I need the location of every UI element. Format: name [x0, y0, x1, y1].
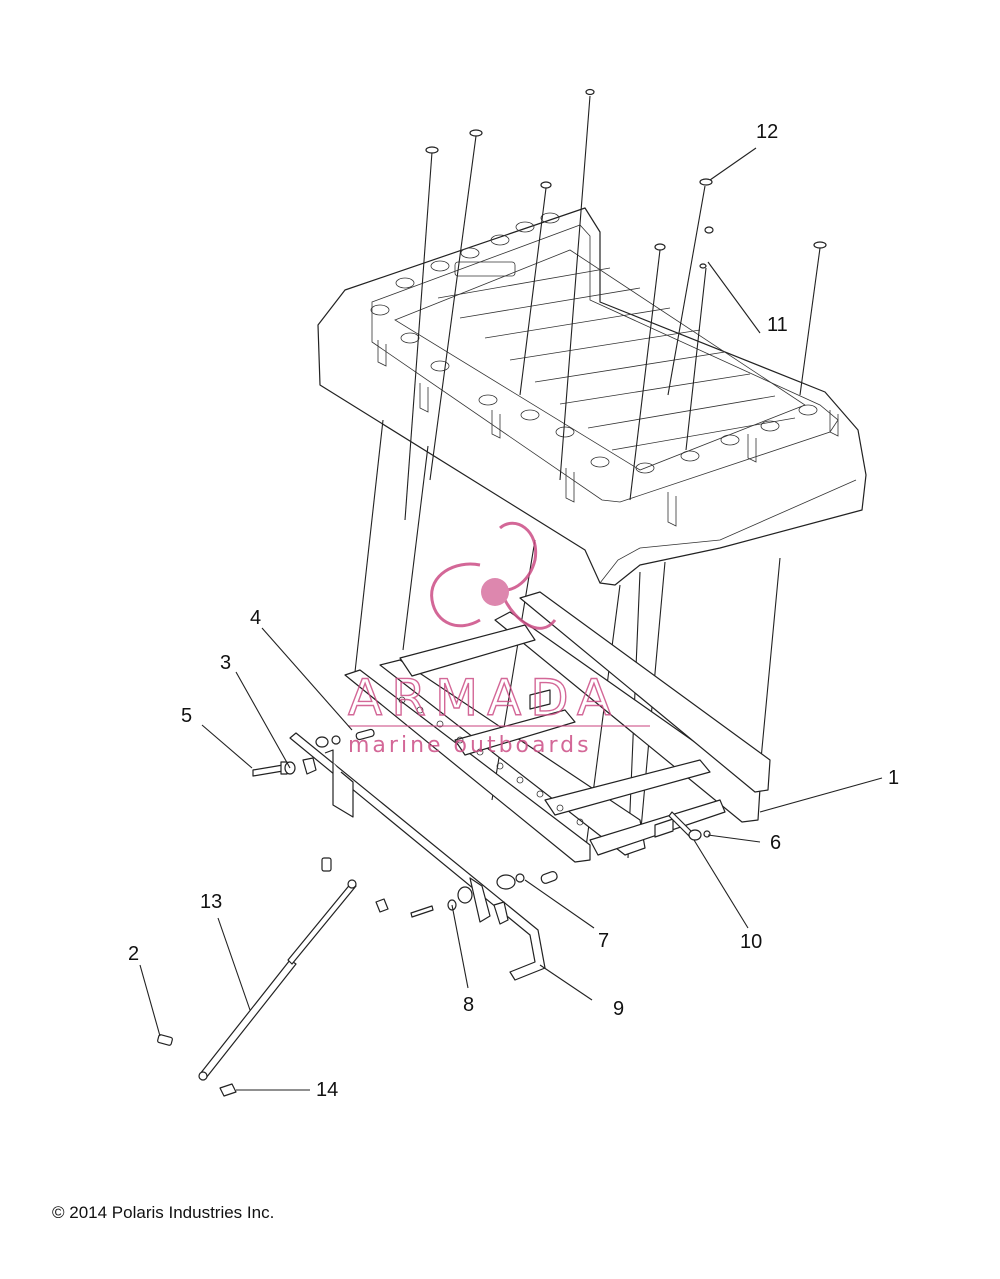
callout-14: 14 [316, 1079, 338, 1101]
part-8-washer [375, 886, 473, 918]
callout-7: 7 [598, 930, 609, 952]
callout-2: 2 [128, 943, 139, 965]
part-13-gas-strut [198, 857, 357, 1081]
callout-6: 6 [770, 832, 781, 854]
part-5-bolt [252, 761, 288, 777]
armada-watermark: ARMADA marine outboards [347, 521, 650, 758]
part-7-bushings [496, 871, 558, 890]
cargo-box [317, 207, 867, 586]
callout-3: 3 [220, 652, 231, 674]
callout-11: 11 [767, 314, 788, 336]
part-9-latch-rod [289, 732, 546, 981]
callout-12: 12 [756, 121, 778, 143]
callout-leaders [139, 147, 883, 1091]
part-6-10-pin [668, 811, 711, 841]
watermark-brand: ARMADA [348, 669, 620, 727]
callout-9: 9 [613, 998, 624, 1020]
part-3-bushing [284, 757, 317, 775]
fasteners-top [404, 88, 827, 521]
callout-4: 4 [250, 607, 261, 629]
callout-13: 13 [200, 891, 222, 913]
part-4-clip [315, 728, 375, 748]
callout-8: 8 [463, 994, 474, 1016]
callout-10: 10 [740, 931, 762, 953]
callout-5: 5 [181, 705, 192, 727]
part-14-clip [219, 1083, 237, 1097]
frame-rails [344, 591, 771, 863]
copyright-notice: © 2014 Polaris Industries Inc. [52, 1203, 275, 1222]
callout-labels: 1 2 3 4 5 6 7 8 9 10 11 12 13 14 [128, 121, 899, 1101]
watermark-tagline: marine outboards [348, 733, 592, 758]
part-2-pin [157, 1034, 173, 1046]
callout-1: 1 [888, 767, 899, 789]
